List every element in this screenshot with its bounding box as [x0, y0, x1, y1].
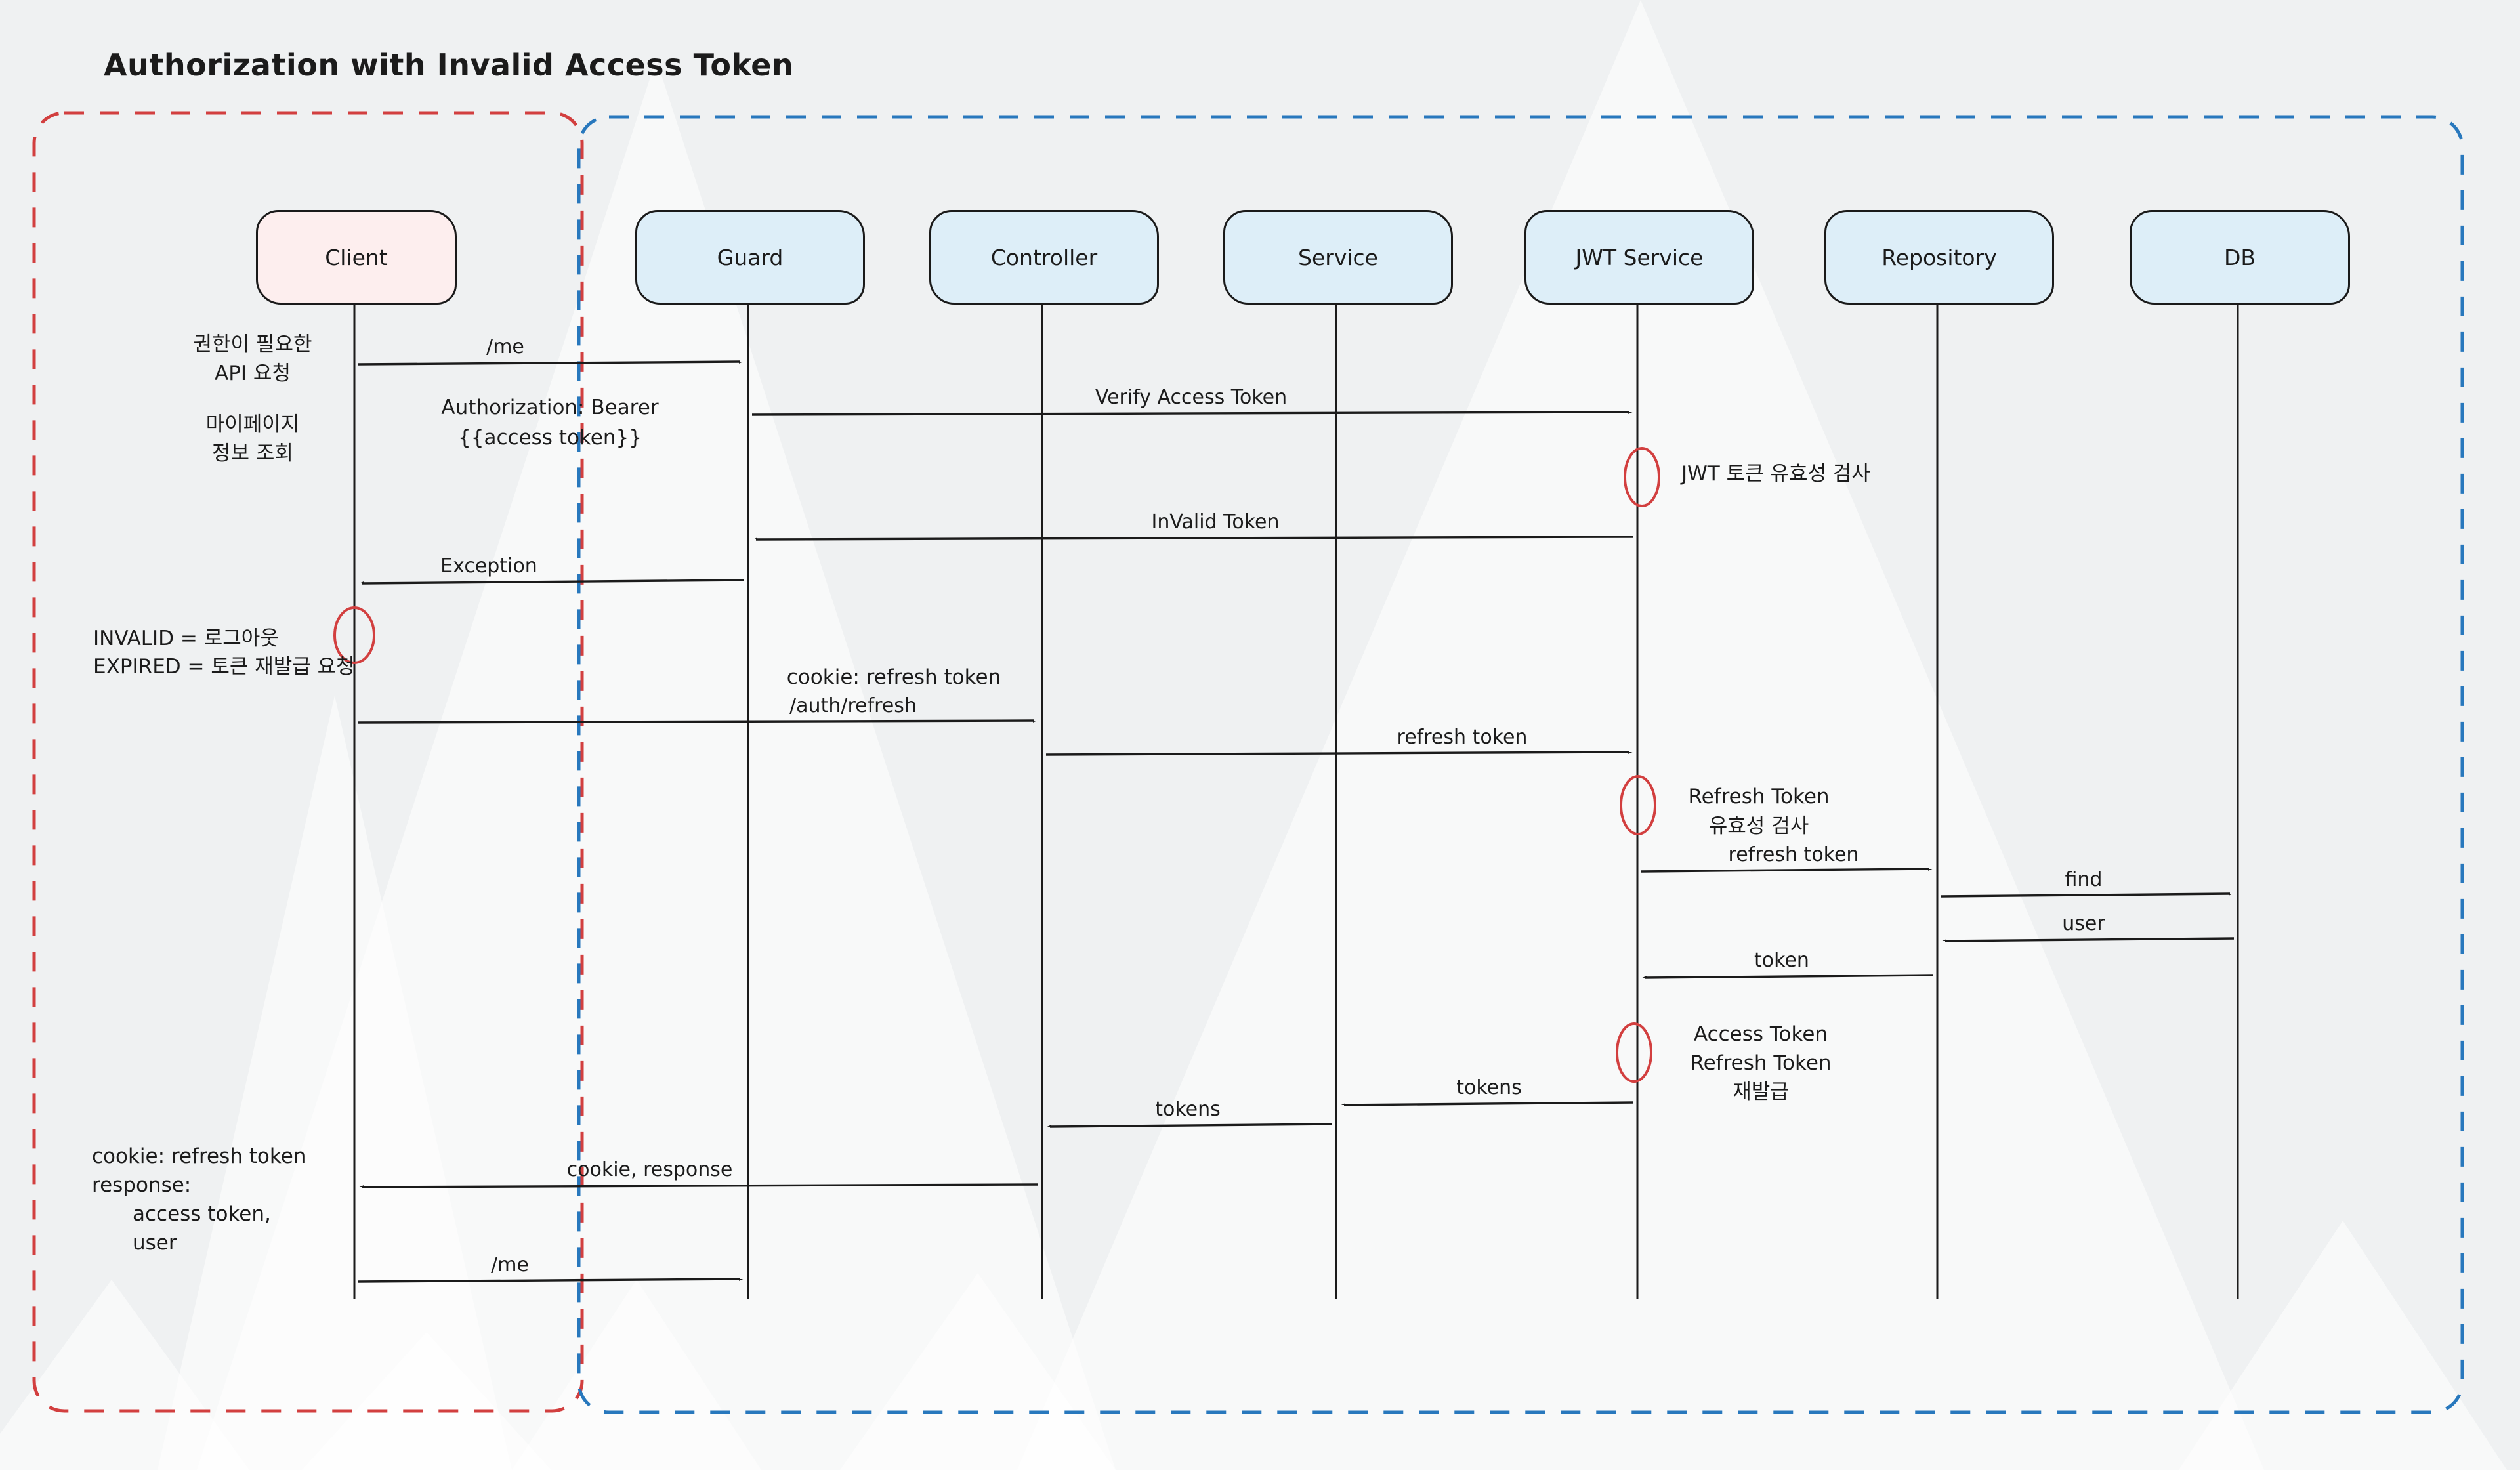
note-token-reissue-line: Access Token	[1693, 1022, 1828, 1046]
server-boundary	[577, 115, 2464, 1414]
arrow-exception	[362, 580, 745, 585]
note-mypage-line: 마이페이지	[205, 413, 300, 436]
note-client-response-line: response:	[92, 1173, 192, 1197]
note-auth-bearer-line: {{access token}}	[458, 426, 642, 450]
note-mypage: 마이페이지 정보 조회	[206, 410, 300, 468]
message-label-user: user	[2062, 912, 2105, 935]
arrow-find	[1941, 892, 2230, 896]
actor-client-label: Client	[325, 244, 388, 270]
message-label-cookie-response: cookie, response	[566, 1158, 733, 1181]
validation-marker-client	[333, 606, 375, 664]
note-cookie-refresh-line: cookie: refresh token	[786, 665, 1001, 689]
note-auth-bearer-line: Authorization: Bearer	[441, 396, 659, 419]
message-label-tokens-to-service: tokens	[1456, 1076, 1522, 1099]
actor-jwt-service-label: JWT Service	[1575, 244, 1704, 270]
arrow-auth-refresh	[358, 719, 1034, 723]
message-label-invalid-token: InValid Token	[1151, 511, 1280, 534]
note-token-reissue-line: Refresh Token	[1690, 1051, 1832, 1075]
note-invalid-expired-line: EXPIRED = 토큰 재발급 요청	[93, 655, 355, 679]
message-label-refresh-token-to-repo: refresh token	[1728, 843, 1859, 866]
message-label-token: token	[1754, 949, 1809, 972]
message-label-exception: Exception	[440, 555, 537, 578]
note-token-reissue-line: 재발급	[1732, 1080, 1789, 1104]
note-refresh-validate-line: Refresh Token	[1688, 785, 1830, 808]
note-client-response-line: cookie: refresh token	[92, 1144, 306, 1168]
note-client-response-line: access token,	[133, 1202, 271, 1226]
note-auth-bearer: Authorization: Bearer {{access token}}	[441, 392, 658, 453]
note-refresh-validate-line: 유효성 검사	[1708, 814, 1809, 838]
diagram-title: Authorization with Invalid Access Token	[104, 47, 794, 83]
message-label-tokens-to-controller: tokens	[1155, 1098, 1221, 1121]
note-jwt-check: JWT 토큰 유효성 검사	[1681, 459, 1870, 488]
arrow-user	[1945, 938, 2235, 942]
note-request-api: 권한이 필요한 API 요청	[194, 330, 312, 388]
actor-guard-label: Guard	[717, 244, 784, 270]
note-mypage-line: 정보 조회	[212, 442, 293, 465]
arrow-me-request-2	[358, 1278, 740, 1282]
message-label-me-request: /me	[486, 335, 524, 358]
note-refresh-validate: Refresh Token 유효성 검사	[1688, 782, 1829, 841]
actor-jwt-service: JWT Service	[1524, 210, 1754, 304]
actor-controller: Controller	[929, 210, 1159, 304]
note-invalid-expired: INVALID = 로그아웃 EXPIRED = 토큰 재발급 요청	[93, 625, 355, 681]
arrow-token	[1645, 975, 1934, 979]
validation-marker-reissue	[1616, 1022, 1652, 1083]
note-client-response: cookie: refresh token response: access t…	[92, 1142, 306, 1257]
arrow-tokens-to-service	[1344, 1102, 1634, 1106]
actor-controller-label: Controller	[990, 244, 1098, 270]
actor-repository: Repository	[1824, 210, 2054, 304]
actor-guard: Guard	[635, 210, 865, 304]
actor-client: Client	[256, 210, 457, 304]
actor-db: DB	[2130, 210, 2350, 304]
message-label-me-request-2: /me	[491, 1253, 529, 1276]
arrow-refresh-token-to-jwt	[1045, 751, 1629, 755]
message-label-verify-access-token: Verify Access Token	[1095, 386, 1288, 409]
arrow-invalid-token	[756, 537, 1634, 541]
actor-service: Service	[1223, 210, 1453, 304]
arrow-refresh-token-to-repo	[1641, 868, 1929, 872]
note-token-reissue: Access Token Refresh Token 재발급	[1690, 1020, 1831, 1106]
validation-marker-refresh-check	[1620, 775, 1656, 835]
note-client-response-line: user	[133, 1231, 177, 1255]
note-jwt-check-line: JWT 토큰 유효성 검사	[1681, 462, 1870, 486]
arrow-tokens-to-controller	[1050, 1124, 1333, 1128]
message-label-find: find	[2065, 868, 2103, 891]
arrow-me-request	[358, 360, 740, 364]
validation-marker-jwt-check	[1624, 447, 1660, 507]
client-boundary	[32, 111, 584, 1413]
actor-repository-label: Repository	[1881, 244, 1997, 270]
message-label-auth-refresh: /auth/refresh	[789, 694, 917, 717]
note-request-api-line: API 요청	[215, 362, 291, 385]
arrow-cookie-response	[362, 1185, 1039, 1188]
message-label-refresh-token-to-jwt: refresh token	[1396, 726, 1528, 749]
actor-db-label: DB	[2223, 244, 2256, 270]
note-request-api-line: 권한이 필요한	[193, 333, 312, 356]
actor-service-label: Service	[1298, 244, 1378, 270]
note-cookie-refresh: cookie: refresh token	[787, 663, 1001, 692]
arrow-verify-access-token	[751, 411, 1629, 415]
note-invalid-expired-line: INVALID = 로그아웃	[93, 627, 279, 650]
